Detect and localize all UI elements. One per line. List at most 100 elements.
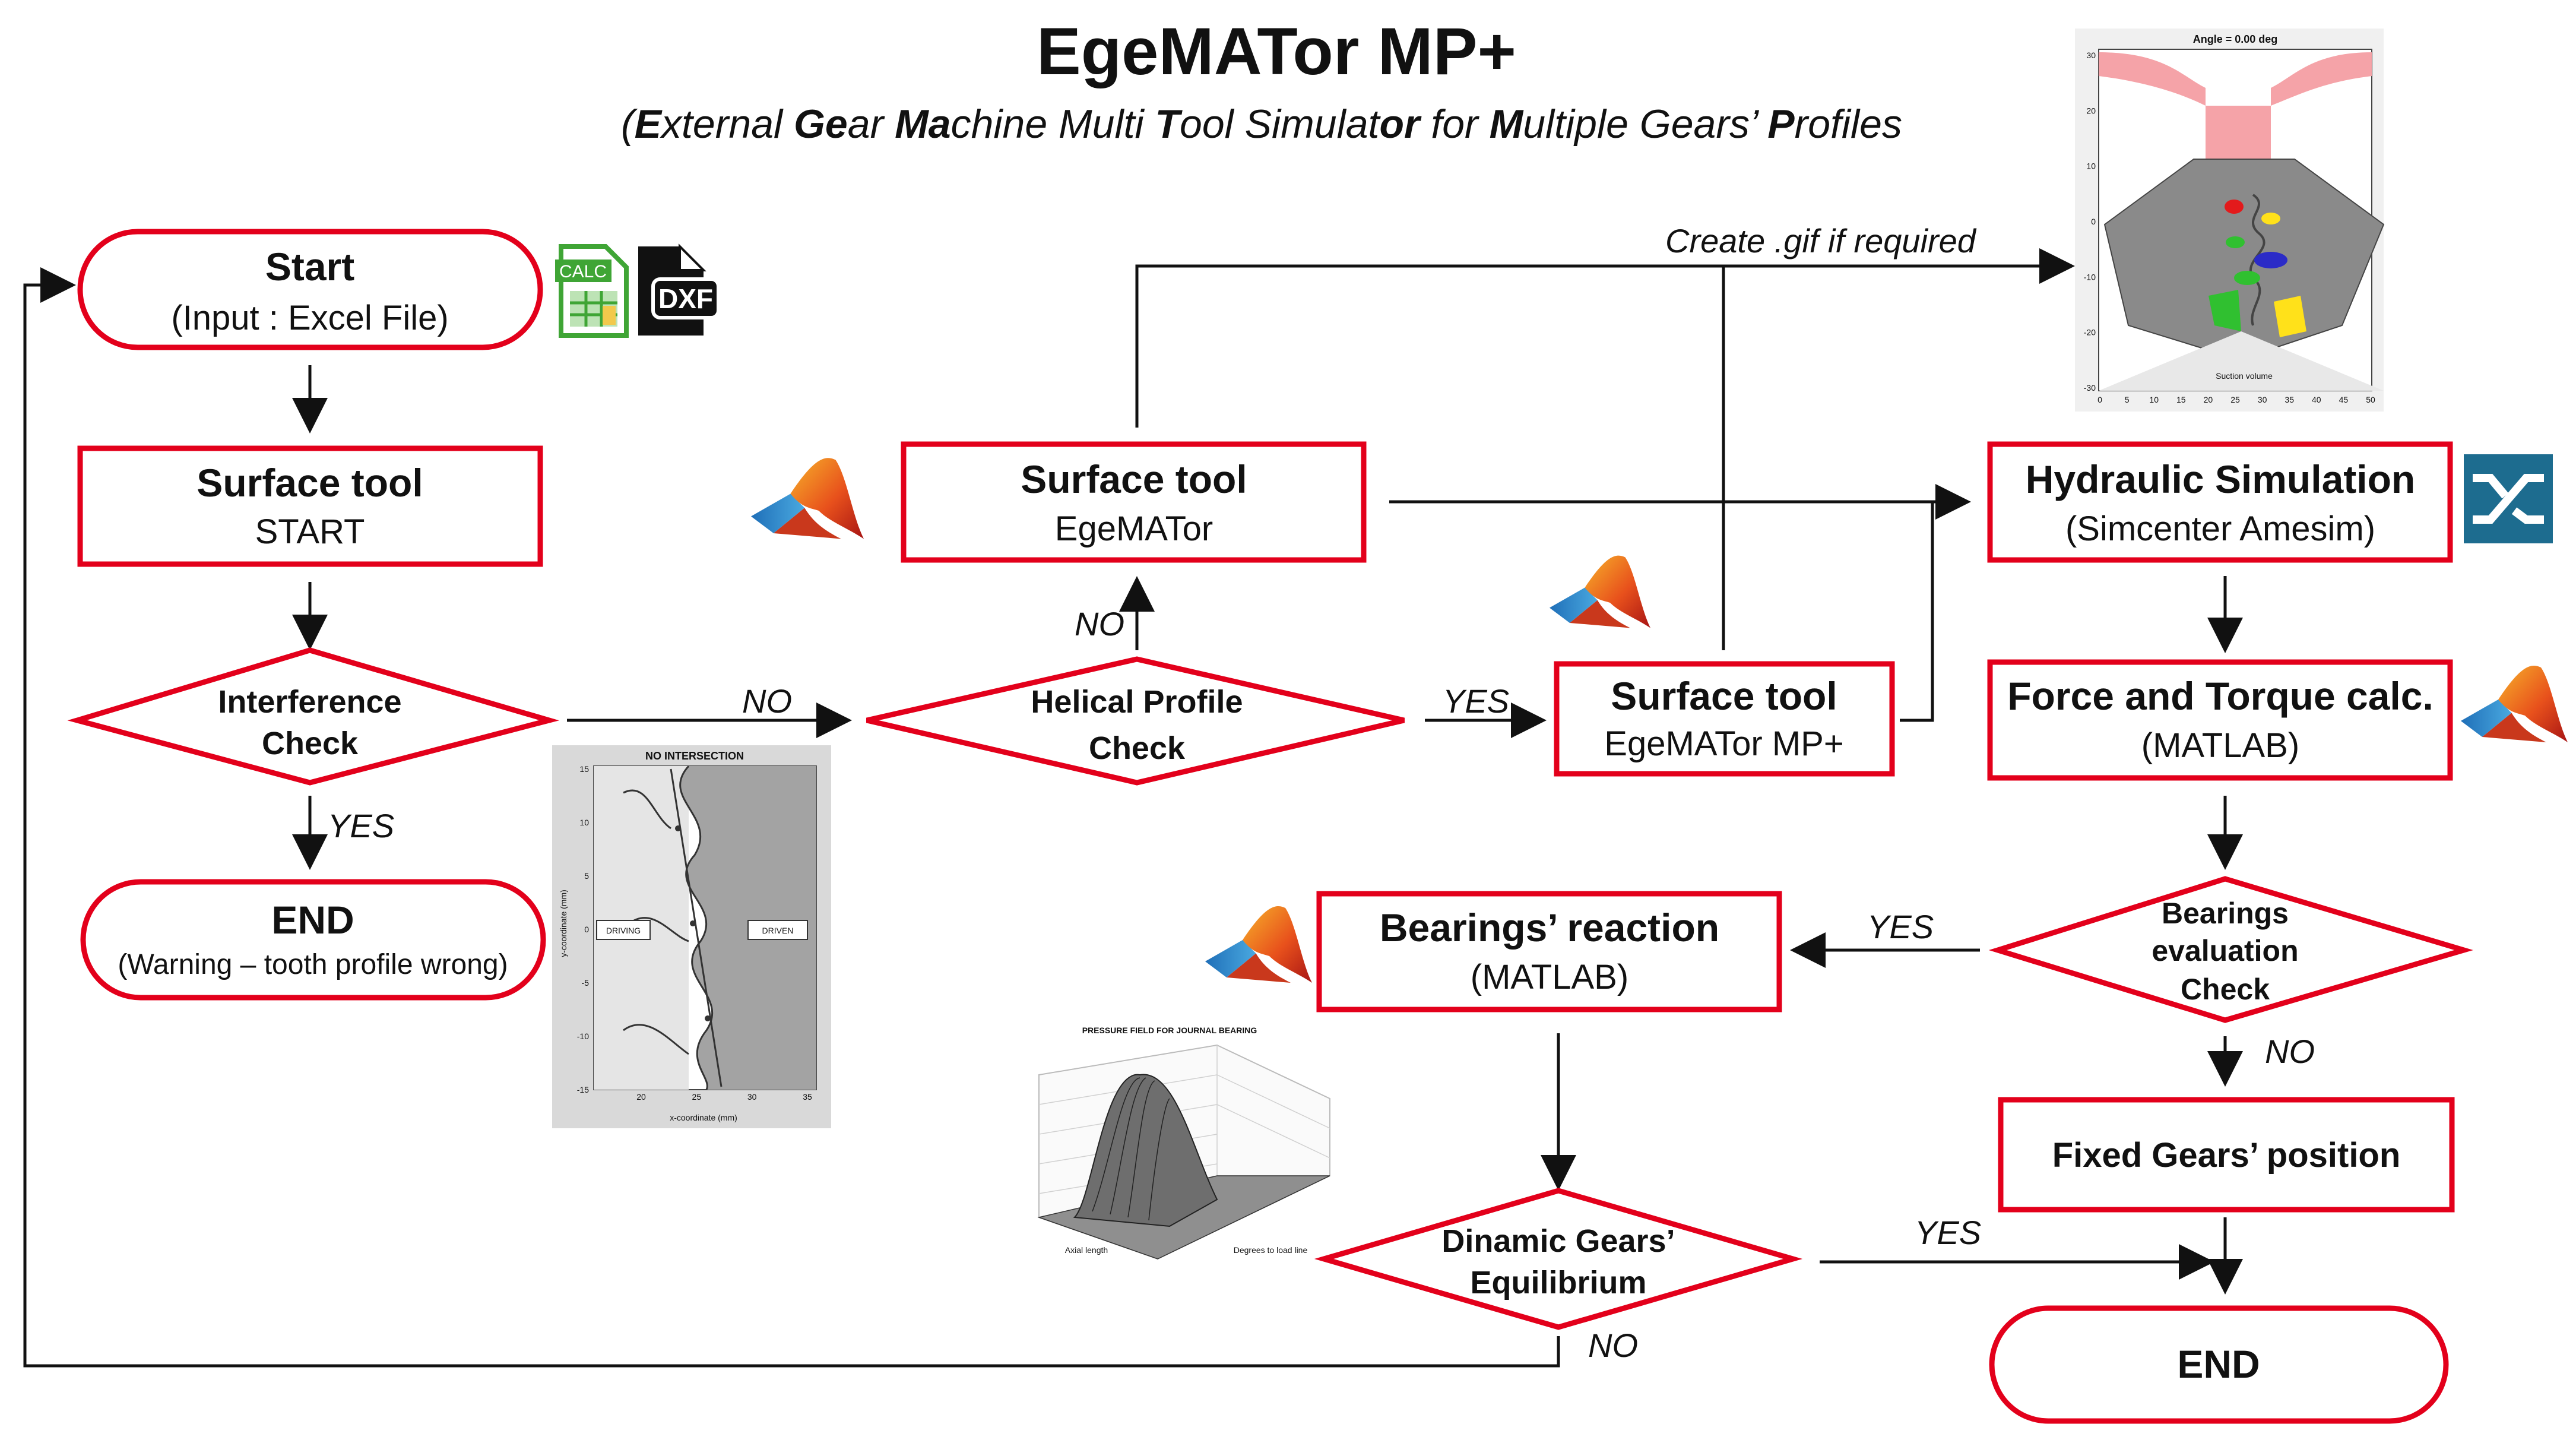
gif-label: Create .gif if required — [1665, 222, 1977, 260]
tick-label: 15 — [579, 764, 589, 774]
pressure-field-plot: PRESSURE FIELD FOR JOURNAL BEARING Axial… — [1037, 1026, 1330, 1260]
tick-label: -10 — [2084, 272, 2096, 281]
interference-check-diamond[interactable]: Interference Check — [67, 647, 559, 786]
tick-label: 45 — [2339, 395, 2349, 404]
interference-line2: Check — [262, 726, 359, 761]
tick-label: 10 — [2086, 162, 2096, 171]
force-torque-box[interactable]: Force and Torque calc. (MATLAB) — [1987, 659, 2453, 781]
no-dynamic-label: NO — [1588, 1327, 1638, 1364]
tick-label: -20 — [2084, 328, 2096, 337]
angle-plot: Angle = 0.00 deg Suction volume 3020100-… — [2075, 29, 2385, 412]
line-gif — [1135, 248, 2075, 428]
gear-mesh-plot: NO INTERSECTION DRIVING DRIVEN x-coordin… — [552, 745, 831, 1128]
matlab-logo-icon — [1205, 906, 1312, 983]
force-title: Force and Torque calc. — [2007, 674, 2434, 718]
helical-profile-check-diamond[interactable]: Helical Profile Check — [866, 656, 1405, 786]
svg-text:Degrees to load line: Degrees to load line — [1234, 1245, 1308, 1255]
svg-text:PRESSURE FIELD FOR JOURNAL BEA: PRESSURE FIELD FOR JOURNAL BEARING — [1082, 1026, 1257, 1035]
subtitle-part: ultiple Gears’ — [1523, 102, 1767, 147]
tick-label: -15 — [577, 1085, 589, 1094]
no-interference-label: NO — [742, 682, 792, 720]
subtitle-part: T — [1155, 102, 1183, 147]
tick-label: 30 — [747, 1092, 757, 1102]
yes-bearings-label: YES — [1867, 908, 1934, 945]
bearings-evaluation-check-diamond[interactable]: Bearings evaluation Check — [1988, 876, 2473, 1023]
svg-text:NO INTERSECTION: NO INTERSECTION — [645, 750, 744, 762]
tick-label: 30 — [2258, 395, 2267, 404]
surface-mp-sub: EgeMATor MP+ — [1604, 724, 1843, 763]
end-warning-sub: (Warning – tooth profile wrong) — [118, 949, 508, 980]
matlab-logo-icon — [751, 458, 864, 539]
subtitle-part: ar — [848, 102, 895, 147]
force-sub: (MATLAB) — [2141, 726, 2299, 765]
svg-text:y-coordinate (mm): y-coordinate (mm) — [559, 890, 568, 957]
subtitle-part: ool Simulat — [1180, 102, 1381, 147]
yes-helical-label: YES — [1443, 682, 1509, 720]
tick-label: 35 — [2285, 395, 2294, 404]
subtitle-part: Ge — [794, 102, 848, 147]
svg-text:DRIVING: DRIVING — [606, 926, 641, 935]
dynamic-equilibrium-diamond[interactable]: Dinamic Gears’ Equilibrium — [1314, 1188, 1803, 1330]
subtitle-part: Ma — [895, 102, 950, 147]
subtitle-part: for — [1420, 102, 1489, 147]
hydraulic-simulation-box[interactable]: Hydraulic Simulation (Simcenter Amesim) — [1987, 441, 2453, 563]
no-bearings-label: NO — [2265, 1033, 2315, 1070]
end-terminator[interactable]: END — [1989, 1305, 2449, 1424]
surface-start-title: Surface tool — [197, 461, 423, 505]
page-title: EgeMATor MP+ — [1037, 14, 1516, 88]
yes-interference-label: YES — [328, 807, 394, 844]
svg-text:Angle = 0.00 deg: Angle = 0.00 deg — [2193, 33, 2278, 45]
surface-tool-egemator-box[interactable]: Surface tool EgeMATor — [901, 441, 1367, 563]
end-warning-terminator[interactable]: END (Warning – tooth profile wrong) — [80, 879, 546, 1001]
no-helical-label: NO — [1075, 605, 1124, 643]
helical-line1: Helical Profile — [1031, 684, 1243, 720]
tick-label: 35 — [803, 1092, 812, 1102]
fixed-title: Fixed Gears’ position — [2052, 1136, 2401, 1175]
matlab-logo-icon — [2461, 665, 2568, 742]
loop-back-line — [23, 267, 1560, 1368]
bearings-reaction-box[interactable]: Bearings’ reaction (MATLAB) — [1316, 891, 1782, 1012]
tick-label: 0 — [584, 925, 589, 934]
subtitle-part: rofiles — [1795, 102, 1902, 147]
simcenter-amesim-icon — [2464, 454, 2553, 543]
tick-label: 20 — [636, 1092, 646, 1102]
surface-start-sub: START — [255, 512, 365, 551]
surface-egemator-sub: EgeMATor — [1055, 510, 1213, 548]
tick-label: 15 — [2176, 395, 2186, 404]
tick-label: 10 — [2149, 395, 2159, 404]
subtitle-part: chine Multi — [951, 102, 1155, 147]
tick-label: 20 — [2086, 106, 2096, 115]
yes-dynamic-label: YES — [1915, 1214, 1981, 1251]
subtitle-part: xternal — [660, 102, 794, 147]
tick-label: 5 — [584, 871, 589, 881]
bearings-check-line1: Bearings — [2162, 897, 2289, 930]
spreadsheet-icon: CALC — [555, 244, 629, 338]
bearings-check-line3: Check — [2181, 973, 2270, 1006]
tick-label: -10 — [577, 1031, 589, 1041]
connectors — [23, 248, 2243, 1368]
tick-label: 0 — [2097, 395, 2102, 404]
page-subtitle: (External Gear Machine Multi Tool Simula… — [621, 102, 1902, 147]
bearings-reaction-title: Bearings’ reaction — [1380, 906, 1719, 950]
hydraulic-title: Hydraulic Simulation — [2026, 457, 2415, 501]
surface-tool-mp-box[interactable]: Surface tool EgeMATor MP+ — [1554, 661, 1895, 777]
start-terminator[interactable]: Start (Input : Excel File) — [77, 229, 543, 350]
end-title: END — [2177, 1342, 2260, 1386]
svg-text:DXF: DXF — [658, 283, 713, 314]
svg-text:x-coordinate (mm): x-coordinate (mm) — [670, 1113, 737, 1122]
bearings-check-line2: evaluation — [2152, 934, 2298, 967]
matlab-logo-icon — [1550, 555, 1650, 628]
subtitle-part: M — [1490, 102, 1524, 147]
tick-label: 30 — [2086, 50, 2096, 60]
hydraulic-sub: (Simcenter Amesim) — [2065, 510, 2375, 548]
dynamic-line2: Equilibrium — [1471, 1265, 1647, 1300]
surface-tool-start-box[interactable]: Surface tool START — [77, 445, 543, 567]
fixed-gears-position-box[interactable]: Fixed Gears’ position — [1998, 1097, 2455, 1213]
end-warning-title: END — [271, 898, 354, 942]
interference-line1: Interference — [218, 684, 401, 720]
tick-label: 0 — [2091, 217, 2096, 226]
